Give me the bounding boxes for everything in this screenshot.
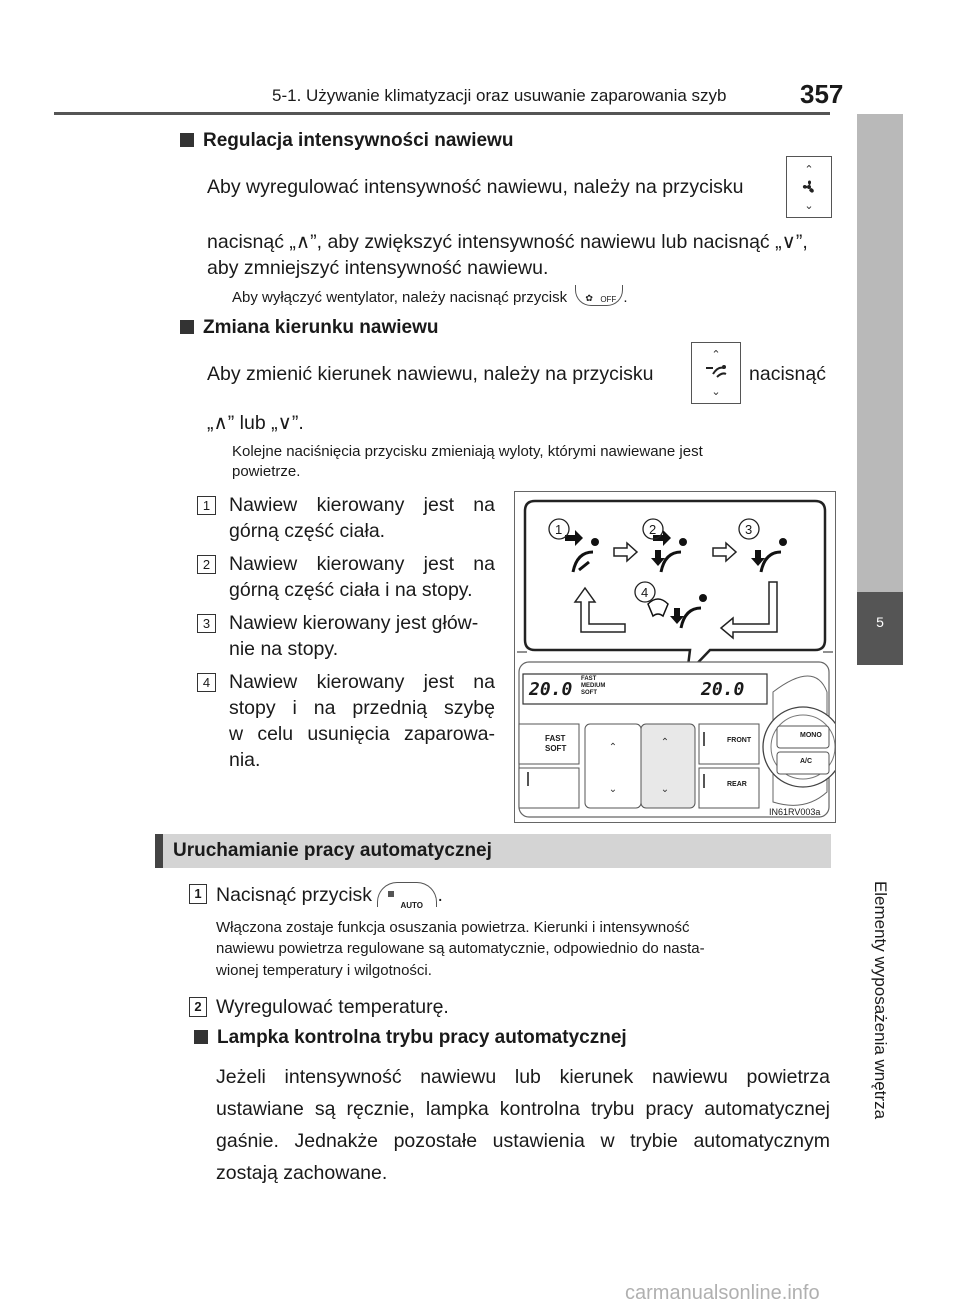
arrow-icon [573,541,778,640]
temp-display-right: 20.0 [701,679,745,700]
svg-text:⌄: ⌄ [609,784,617,795]
fan-icon: ✿ [585,293,593,303]
section-bar-accent [155,834,163,868]
square-bullet-icon [180,320,194,334]
svg-text:⌄: ⌄ [661,784,669,795]
mode-list: 1 Nawiew kierowany jest na górną część c… [197,491,497,786]
defrost-icon [647,598,669,618]
list-text: Nawiew kierowany jest na [229,671,495,693]
fan-icon [802,180,814,193]
list-item: 4 Nawiew kierowany jest na stopy i na pr… [197,668,497,786]
list-text: stopy i na przednią szybę [229,697,495,719]
callout-number: 3 [745,522,753,537]
note-line: Aby wyłączyć wentylator, należy nacisnąć… [232,285,627,308]
list-number: 3 [197,614,216,633]
ac-button-label: A/C [800,758,813,765]
paragraph-line: gaśnie. Jednakże pozostałe ustawienia w … [216,1130,830,1152]
temp-display-left: 20.0 [529,679,573,700]
rear-defrost-label: REAR [727,781,747,788]
list-text: górną część ciała. [229,520,386,542]
subsection-heading-auto-lamp: Lampka kontrolna trybu pracy automatyczn… [194,1027,627,1049]
note-line: Kolejne naciśnięcia przycisku zmieniają … [232,443,703,460]
list-text: górną część ciała i na stopy. [229,579,473,601]
paragraph-line: ustawiane są ręcznie, lampka kontrolna t… [216,1098,830,1120]
chevron-up-icon: ⌃ [711,349,721,361]
list-text: Nawiew kierowany jest na [229,553,495,575]
list-number: 2 [197,555,216,574]
note-line: Włączona zostaje funkcja osuszania powie… [216,919,690,936]
step-number: 2 [189,997,207,1017]
side-tab-bar [857,114,903,592]
front-defrost-label: FRONT [727,737,752,744]
watermark: carmanualsonline.info [625,1282,820,1304]
figure-drawing: ⌃ ⌄ ⌃ ⌄ [517,499,835,818]
text-line: Aby wyregulować intensywność nawiewu, na… [207,176,744,198]
paragraph: Jeżeli intensywność nawiewu lub kierunek… [216,1061,830,1189]
section-heading-direction: Zmiana kierunku nawiewu [180,317,438,339]
list-text: nia. [229,749,261,771]
step-number: 1 [189,884,207,904]
airflow-icon [571,550,782,629]
section-bar-auto: Uruchamianie pracy automatycznej [155,834,831,868]
chapter-label: Elementy wyposażenia wnętrza [871,880,890,1120]
svg-text:⌃: ⌃ [609,742,617,753]
text-line: Aby zmienić kierunek nawiewu, należy na … [207,363,654,385]
chevron-up-icon: ⌃ [804,164,814,176]
running-header: 5-1. Używanie klimatyzacji oraz usuwanie… [272,86,727,105]
paragraph-line: Jeżeli intensywność nawiewu lub kierunek… [216,1066,830,1088]
chevron-down-icon: ⌄ [804,200,814,212]
note-line: wionej temperatury i wilgotności. [216,962,432,979]
note-line: powietrze. [232,463,301,480]
text-line: aby zmniejszyć intensywność nawiewu. [207,257,549,279]
list-number: 1 [197,496,216,515]
step-text: Wyregulować temperaturę. [216,996,449,1018]
square-bullet-icon [180,133,194,147]
fan-speed-button-image: ⌃ ⌄ [786,156,832,218]
section-heading-fan-speed: Regulacja intensywności nawiewu [180,130,513,152]
airflow-icon [706,365,727,378]
list-text: Nawiew kierowany jest głów- [229,612,479,634]
list-item: 3 Nawiew kierowany jest głów- nie na sto… [197,609,497,668]
list-number: 4 [197,673,216,692]
step-text: Nacisnąć przycisk AUTO . [216,882,443,910]
callout-number: 1 [555,522,563,537]
paragraph-line: zostają zachowane. [216,1162,388,1184]
svg-text:⌃: ⌃ [661,737,669,748]
list-text: Nawiew kierowany jest na [229,494,495,516]
list-item: 2 Nawiew kierowany jest na górną część c… [197,550,497,609]
chapter-number: 5 [857,592,903,665]
list-item: 1 Nawiew kierowany jest na górną część c… [197,491,497,550]
indicator-light-icon [388,891,395,897]
note-line: nawiewu powietrza regulowane są automaty… [216,940,705,957]
page-number: 357 [800,79,844,109]
square-bullet-icon [194,1030,208,1044]
list-text: w celu usunięcia zaparowa- [229,723,495,745]
figure-code: IN61RV003a [769,807,821,817]
auto-button-image: AUTO [377,882,438,910]
header-rule [54,112,830,115]
off-button-image: ✿ OFF [575,285,624,306]
text-line: nacisnąć [749,363,826,385]
airflow-button-image: ⌃ ⌄ [691,342,741,404]
callout-number: 4 [641,585,649,600]
chevron-down-icon: ⌄ [711,386,721,398]
text-line: nacisnąć „∧”, aby zwiększyć intensywność… [207,231,808,253]
text-line: „∧” lub „∨”. [207,412,304,434]
callout-number: 2 [649,522,657,537]
list-text: nie na stopy. [229,638,339,660]
mono-button-label: MONO [800,732,822,739]
